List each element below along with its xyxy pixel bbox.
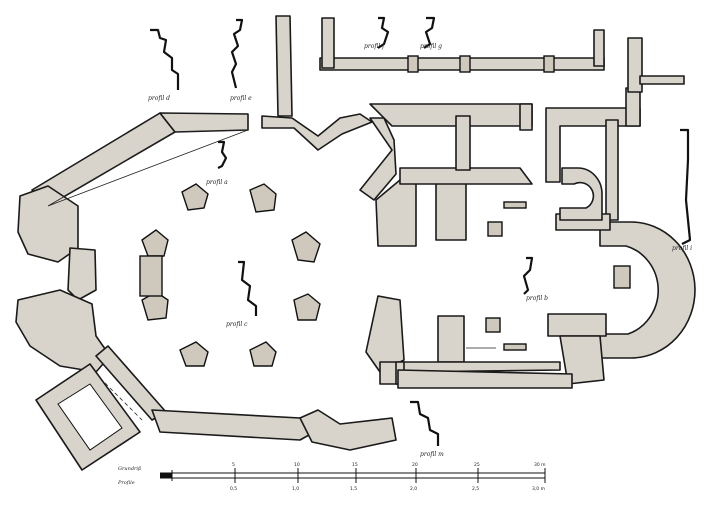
scale-tick-top-2: 10 [294, 462, 300, 468]
scale-tick-bottom-1: 0,5 [230, 486, 237, 492]
scale-tick-bottom-4: 2,0 [410, 486, 417, 492]
scale-bar: Grundriß Profile 5 10 15 20 25 30 m 0,5 … [117, 462, 546, 492]
profile-d-label: profil d [148, 95, 170, 102]
profile-c [238, 260, 258, 316]
south-aisle [379, 361, 573, 389]
north-annex [275, 15, 685, 117]
profile-i-label: profil i [672, 245, 692, 252]
profile-b-label: profil b [526, 295, 548, 302]
nave-wall [15, 112, 397, 471]
scale-tick-top-6: 30 m [534, 462, 546, 468]
pier-ring [139, 183, 321, 367]
scale-tick-bottom-6: 3,0 m [532, 486, 545, 492]
crossing-piers [359, 117, 533, 373]
profile-f-label: profil f [364, 43, 386, 50]
profile-i [680, 128, 692, 245]
scale-tick-top-5: 25 [474, 462, 480, 468]
profile-m [410, 400, 440, 446]
profile-c-label: profil c [226, 321, 248, 328]
scale-label-bottom: Profile [117, 480, 135, 486]
scale-label-top: Grundriß [118, 466, 141, 472]
scale-tick-bottom-5: 2,5 [472, 486, 479, 492]
scale-tick-top-1: 5 [232, 462, 235, 468]
profile-b [522, 256, 534, 295]
profile-a [217, 140, 228, 169]
apse [547, 167, 696, 385]
profile-f [377, 16, 390, 49]
profile-g [423, 16, 436, 49]
scale-tick-bottom-3: 1,5 [350, 486, 357, 492]
north-aisle [369, 87, 641, 221]
dashed-axis [99, 377, 143, 421]
transept-piers [466, 201, 631, 351]
profile-e [230, 18, 244, 89]
scale-tick-top-3: 15 [352, 462, 358, 468]
profile-m-label: profil m [420, 451, 444, 458]
scale-tick-top-4: 20 [412, 462, 418, 468]
profile-a-label: profil a [206, 179, 228, 186]
profile-e-label: profil e [230, 95, 252, 102]
scale-tick-bottom-2: 1,0 [292, 486, 299, 492]
profile-d [150, 28, 180, 90]
profile-g-label: profil g [420, 43, 442, 50]
entrance-wall [261, 113, 373, 151]
